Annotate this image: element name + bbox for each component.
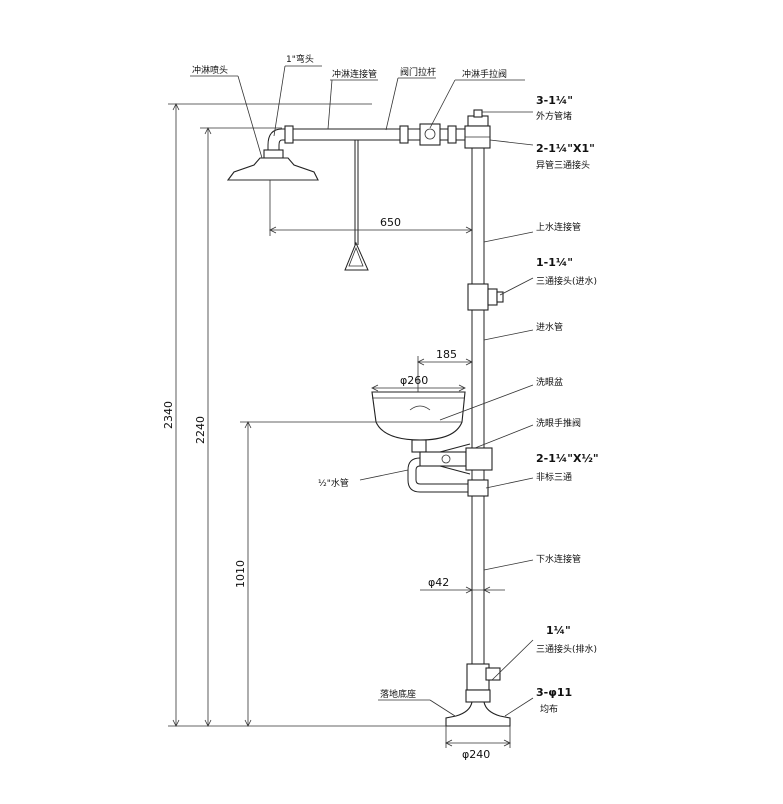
pull-rod: [344, 140, 369, 271]
eyewash-bowl: [371, 391, 466, 453]
label-reducer-tee-name: 异管三通接头: [536, 159, 590, 171]
label-elbow: 1"弯头: [286, 53, 314, 65]
floor-base: [445, 689, 511, 727]
dimension-lines: [168, 103, 511, 748]
reducer-tee: [464, 125, 491, 149]
dim-base-diameter: φ240: [462, 748, 490, 761]
label-drain-tee-spec: 1¼": [546, 624, 571, 637]
label-holes-spec: 3-φ11: [536, 686, 572, 699]
dim-total-height: 2340: [162, 401, 175, 429]
label-inlet-tee-spec: 1-1¼": [536, 256, 573, 269]
label-lower-pipe: 下水连接管: [536, 553, 581, 565]
leader-lines: [190, 65, 534, 717]
label-eyewash-valve: 洗眼手推阀: [536, 417, 581, 429]
label-shower-valve: 冲淋手拉阀: [462, 68, 507, 80]
elbow-fitting: [263, 128, 284, 159]
dim-bowl-height: 1010: [234, 560, 247, 588]
label-eyewash-bowl: 洗眼盆: [536, 376, 563, 388]
dim-shower-height: 2240: [194, 416, 207, 444]
label-inlet-tee-name: 三通接头(进水): [536, 275, 597, 287]
inlet-tee: [467, 283, 504, 311]
label-shower-pipe: 冲淋连接管: [332, 68, 377, 80]
dim-bowl-offset: 185: [436, 348, 457, 361]
label-top-fitting-name: 外方管堵: [536, 110, 572, 122]
main-vertical-pipe: [471, 145, 485, 690]
shower-head: [226, 157, 319, 181]
water-pipe-loop: [407, 457, 489, 497]
label-reducer-tee-spec: 2-1¼"X1": [536, 142, 595, 155]
label-water-pipe: ½"水管: [318, 477, 349, 489]
eyewash-valve: [419, 443, 493, 475]
label-nonstd-tee-spec: 2-1¼"X½": [536, 452, 599, 465]
label-upper-pipe: 上水连接管: [536, 221, 581, 233]
dim-bowl-diameter: φ260: [400, 374, 428, 387]
label-top-fitting-spec: 3-1¼": [536, 94, 573, 107]
shower-pull-valve: [419, 123, 441, 146]
label-valve-rod: 阀门拉杆: [400, 66, 436, 78]
label-drain-tee-name: 三通接头(排水): [536, 643, 597, 655]
dim-pipe-diameter: φ42: [428, 576, 449, 589]
dim-arm-length: 650: [380, 216, 401, 229]
label-nonstd-tee-name: 非标三通: [536, 471, 572, 483]
label-holes-name: 均布: [540, 703, 558, 715]
label-shower-head: 冲淋喷头: [192, 64, 228, 76]
label-floor-base: 落地底座: [380, 688, 416, 700]
label-inlet-pipe: 进水管: [536, 321, 563, 333]
